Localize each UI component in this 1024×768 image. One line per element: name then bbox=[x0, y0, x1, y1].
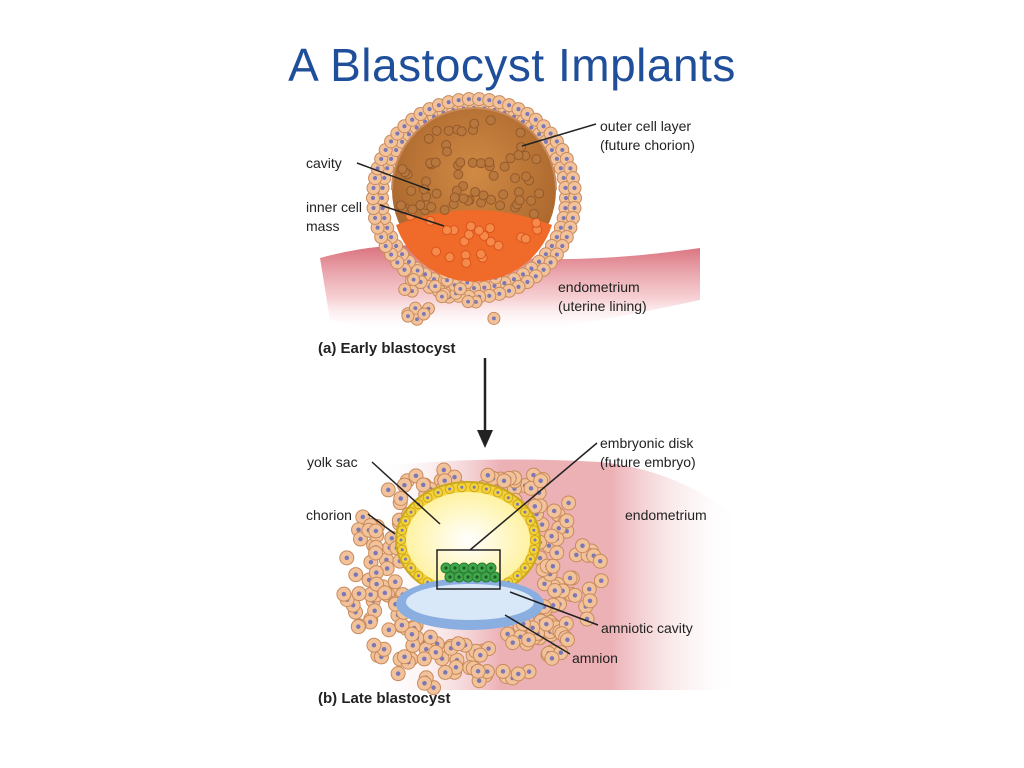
label-line: (future embryo) bbox=[600, 454, 696, 470]
label-endometrium-a: endometrium (uterine lining) bbox=[558, 278, 647, 316]
leader-lines-a bbox=[356, 123, 597, 227]
caption-early-blastocyst: (a) Early blastocyst bbox=[318, 340, 456, 357]
embryonic-disk bbox=[440, 562, 501, 583]
label-line: endometrium bbox=[558, 279, 640, 295]
label-line: embryonic disk bbox=[600, 435, 694, 451]
transition-arrow bbox=[477, 358, 493, 448]
label-inner-cell-mass: inner cell mass bbox=[306, 198, 362, 236]
late-blastocyst-figure bbox=[336, 459, 740, 696]
label-amniotic-cavity: amniotic cavity bbox=[601, 620, 693, 636]
label-line: (uterine lining) bbox=[558, 298, 647, 314]
label-line: mass bbox=[306, 218, 340, 234]
embryonic-disk-box bbox=[436, 549, 501, 590]
inner-cell-mass bbox=[396, 210, 552, 282]
amniotic-cavity bbox=[406, 584, 534, 620]
label-chorion: chorion bbox=[306, 507, 352, 523]
caption-late-blastocyst: (b) Late blastocyst bbox=[318, 690, 451, 707]
label-line: inner cell bbox=[306, 199, 363, 215]
label-endometrium-b: endometrium bbox=[625, 507, 707, 523]
label-embryonic-disk: embryonic disk (future embryo) bbox=[600, 434, 696, 472]
leader-lines-b bbox=[367, 442, 599, 655]
label-line: outer cell layer bbox=[600, 118, 692, 134]
label-yolk-sac: yolk sac bbox=[307, 454, 358, 470]
rim-a bbox=[391, 107, 557, 191]
early-blastocyst-figure bbox=[320, 92, 700, 334]
label-amnion: amnion bbox=[572, 650, 618, 666]
label-cavity: cavity bbox=[306, 155, 342, 171]
page-title: A Blastocyst Implants bbox=[288, 39, 736, 91]
label-line: (future chorion) bbox=[600, 137, 695, 153]
label-outer-cell-layer: outer cell layer (future chorion) bbox=[600, 117, 695, 155]
